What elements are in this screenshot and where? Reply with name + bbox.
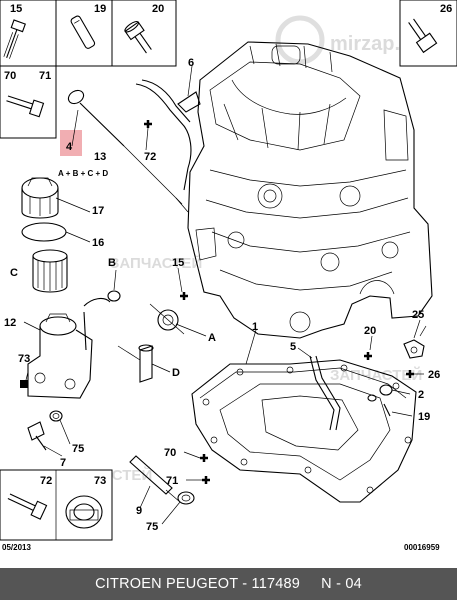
callout-70: 70	[164, 447, 176, 459]
svg-text:20: 20	[152, 3, 164, 15]
svg-text:19: 19	[94, 3, 106, 15]
callout-19: 19	[418, 411, 430, 423]
footer-text: CITROEN PEUGEOT - 117489 N - 04	[95, 576, 362, 592]
guide-tube-5[interactable]	[309, 355, 341, 431]
oil-filter-cap[interactable]	[21, 177, 59, 219]
pin-19[interactable]	[383, 403, 391, 417]
callout-a: A	[208, 332, 216, 344]
washer-b[interactable]	[107, 290, 121, 302]
svg-text:73: 73	[94, 475, 106, 487]
inset-box-19[interactable]: 19	[55, 0, 113, 67]
plug-73-icon	[65, 495, 103, 529]
drain-plug-2[interactable]	[379, 384, 393, 396]
engine-block[interactable]	[187, 41, 433, 339]
callout-d: D	[172, 367, 180, 379]
inset-box-72-73[interactable]: 72 73	[0, 469, 113, 541]
callout-c: C	[10, 267, 18, 279]
callout-1: 1	[252, 321, 258, 333]
o-ring-17[interactable]	[21, 222, 67, 242]
callout-9: 9	[136, 505, 142, 517]
svg-text:26: 26	[440, 3, 452, 15]
callout-12: 12	[4, 317, 16, 329]
leader-lines	[23, 65, 424, 525]
callout-formula: A + B + C + D	[58, 169, 108, 178]
callout-26: 26	[428, 369, 440, 381]
callout-17: 17	[92, 205, 104, 217]
inset-box-15[interactable]: 15	[0, 0, 57, 67]
callout-73: 73	[18, 353, 30, 365]
callout-b: B	[108, 257, 116, 269]
oil-filter-element[interactable]	[32, 249, 68, 293]
oil-pickup-pipe[interactable]	[117, 344, 154, 383]
washer-19[interactable]	[367, 394, 377, 402]
washer-75-bottom[interactable]	[177, 491, 195, 505]
callout-5: 5	[290, 341, 296, 353]
parts-diagram: mirzap.ru ЗАПЧАСТЕЙ ЗАПЧАСТЕЙ ЗАПЧАСТЕЙ …	[0, 0, 457, 552]
oil-pump-seal[interactable]	[149, 303, 185, 335]
callout-75-left: 75	[72, 443, 84, 455]
callout-20: 20	[364, 325, 376, 337]
bracket-25[interactable]	[403, 325, 427, 359]
callout-4: 4	[66, 141, 73, 153]
callout-25: 25	[412, 309, 424, 321]
callout-72: 72	[144, 151, 156, 163]
callout-13: 13	[94, 151, 106, 163]
dipstick[interactable]	[60, 88, 189, 213]
washer-75-left[interactable]	[49, 410, 63, 422]
callout-75-bottom: 75	[146, 521, 158, 533]
callout-15: 15	[172, 257, 184, 269]
svg-text:70: 70	[4, 70, 16, 82]
callout-labels: 4 6 13 72 A + B + C + D 17 16 B C 15 A 1…	[4, 57, 440, 533]
svg-text:ЗАПЧАСТЕЙ: ЗАПЧАСТЕЙ	[330, 366, 422, 384]
watermark: mirzap.ru ЗАПЧАСТЕЙ ЗАПЧАСТЕЙ ЗАПЧАСТЕЙ …	[60, 15, 422, 484]
svg-text:15: 15	[10, 3, 22, 15]
svg-text:72: 72	[40, 475, 52, 487]
cross-markers	[144, 120, 414, 484]
svg-text:ЗАПЧАСТЕЙ: ЗАПЧАСТЕЙ	[110, 254, 202, 272]
inset-box-20[interactable]: 20	[111, 0, 177, 67]
callout-16: 16	[92, 237, 104, 249]
dipstick-highlight	[60, 130, 82, 156]
oil-filter-housing[interactable]	[20, 297, 111, 399]
inset-box-70-71[interactable]: 70 71	[0, 65, 57, 139]
diagram-code: 00016959	[404, 543, 440, 552]
date-code: 05/2013	[2, 543, 31, 552]
exploded-view-svg: mirzap.ru ЗАПЧАСТЕЙ ЗАПЧАСТЕЙ ЗАПЧАСТЕЙ …	[0, 0, 457, 552]
svg-text:mirzap.ru: mirzap.ru	[330, 33, 420, 55]
footer-bar: CITROEN PEUGEOT - 117489 N - 04	[0, 568, 457, 600]
oil-pressure-sensor-7[interactable]	[27, 421, 47, 451]
callout-2: 2	[418, 389, 424, 401]
callout-7: 7	[60, 457, 66, 469]
callout-71: 71	[166, 475, 178, 487]
callout-6: 6	[188, 57, 194, 69]
svg-text:71: 71	[39, 70, 51, 82]
dipstick-tube[interactable]	[135, 79, 201, 191]
oil-sump[interactable]	[191, 359, 417, 503]
inset-box-26[interactable]: 26	[399, 0, 457, 67]
oil-level-sensor-9[interactable]	[129, 455, 181, 503]
